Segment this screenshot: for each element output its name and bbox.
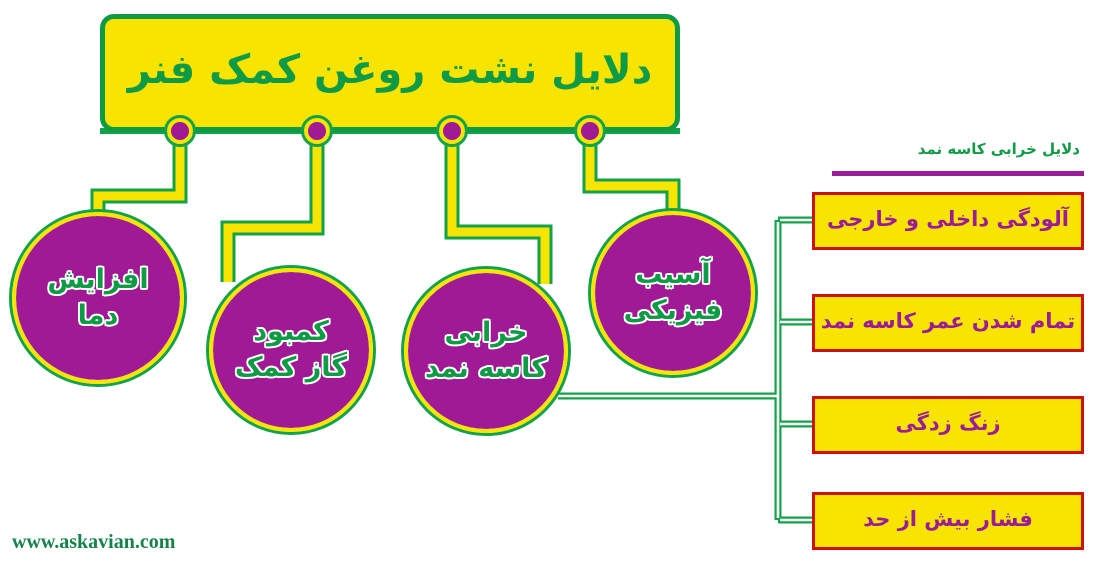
sub-item-box-end-of-life[interactable]: تمام شدن عمر کاسه نمد — [812, 294, 1084, 352]
sub-item-label: زنگ زدگی — [895, 410, 1001, 435]
sub-item-label: تمام شدن عمر کاسه نمد — [820, 308, 1076, 333]
wire-to-cause-2 — [220, 131, 325, 282]
cause-circle-label: کمبود گاز کمک — [235, 314, 347, 387]
sub-section-underline — [832, 171, 1084, 176]
cause-label-line1: آسیب — [635, 258, 711, 290]
node-dot-4 — [574, 115, 606, 147]
sub-section-heading: دلایل خرابی کاسه نمد — [917, 140, 1080, 158]
cause-circle-label: خرابی کاسه نمد — [425, 315, 547, 388]
cause-circle-seal-failure[interactable]: خرابی کاسه نمد — [401, 266, 571, 436]
cause-label-line2: دما — [77, 300, 119, 331]
node-dot-1 — [164, 115, 196, 147]
node-dot-3 — [436, 115, 468, 147]
site-watermark: www.askavian.com — [12, 531, 176, 553]
node-dot-2 — [301, 115, 333, 147]
sub-item-label: آلودگی داخلی و خارجی — [827, 206, 1069, 231]
cause-label-line2: فیزیکی — [623, 295, 723, 326]
cause-circle-physical-damage[interactable]: آسیب فیزیکی — [588, 208, 758, 378]
cause-label-line2: کاسه نمد — [424, 353, 547, 384]
page-title: دلایل نشت روغن کمک فنر — [127, 47, 653, 93]
cause-circle-temperature[interactable]: افزایش دما — [9, 209, 187, 387]
wire-to-cause-3 — [444, 131, 553, 284]
cause-label-line2: گاز کمک — [234, 352, 348, 383]
cause-label-line1: خرابی — [444, 316, 528, 348]
sub-item-box-rust[interactable]: زنگ زدگی — [812, 396, 1084, 454]
cause-circle-label: آسیب فیزیکی — [624, 257, 723, 330]
cause-circle-gas-shortage[interactable]: کمبود گاز کمک — [206, 265, 376, 435]
cause-label-line1: کمبود — [253, 315, 329, 347]
cause-label-line1: افزایش — [47, 263, 149, 295]
sub-item-label: فشار بیش از حد — [863, 506, 1033, 531]
cause-circle-label: افزایش دما — [47, 262, 148, 335]
sub-item-box-overpressure[interactable]: فشار بیش از حد — [812, 492, 1084, 550]
sub-item-box-contamination[interactable]: آلودگی داخلی و خارجی — [812, 192, 1084, 250]
